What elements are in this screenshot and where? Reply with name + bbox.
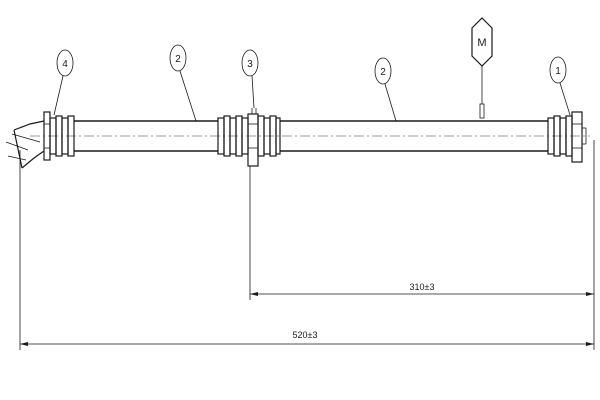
dimension-310: 310±3 [250, 282, 594, 296]
callout-3-label: 3 [247, 59, 253, 70]
extension-lines [19, 140, 595, 350]
left-fitting [5, 111, 75, 169]
right-fitting [547, 111, 587, 163]
callout-1-label: 1 [555, 66, 561, 77]
callout-2-right-label: 2 [380, 67, 386, 78]
dimension-520: 520±3 [20, 330, 594, 346]
callout-4-label: 4 [62, 59, 68, 70]
hose-body [74, 120, 548, 152]
middle-fitting [217, 108, 281, 167]
callout-1: 1 [549, 56, 571, 116]
callout-2-left: 2 [169, 44, 197, 122]
marker-m: M [471, 17, 493, 119]
callout-3: 3 [241, 49, 259, 109]
dimension-520-label: 520±3 [293, 330, 318, 340]
callout-4: 4 [53, 49, 74, 116]
marker-m-label: M [477, 37, 486, 49]
callout-2-left-label: 2 [175, 54, 181, 65]
dimension-310-label: 310±3 [410, 282, 435, 292]
callout-2-right: 2 [374, 57, 397, 122]
